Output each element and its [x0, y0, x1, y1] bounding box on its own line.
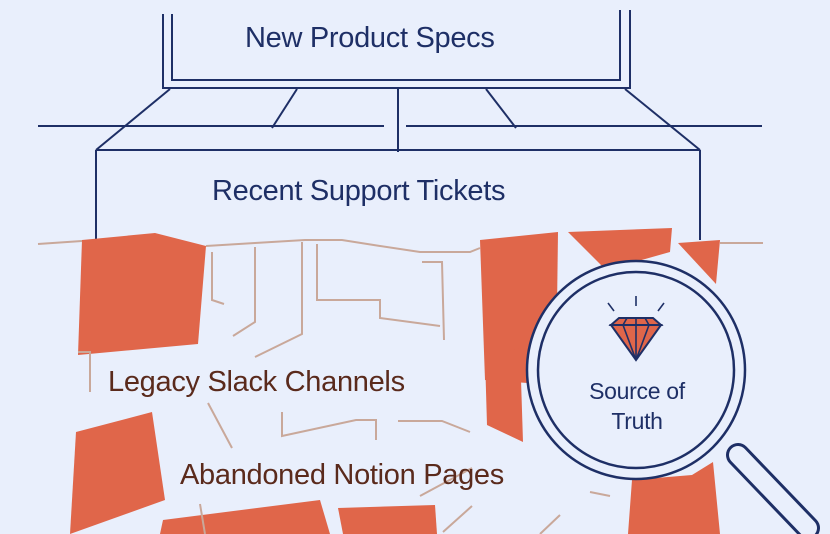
connector-lines	[38, 88, 762, 240]
abandoned-notion-pages-label: Abandoned Notion Pages	[180, 459, 504, 491]
recent-support-tickets-label: Recent Support Tickets	[212, 175, 506, 207]
magnifying-glass-icon	[525, 259, 820, 534]
rubble-cracks	[37, 239, 763, 534]
diamond-icon	[607, 296, 665, 362]
top-block	[162, 10, 631, 89]
new-product-specs-label: New Product Specs	[245, 22, 495, 54]
source-of-truth-label: Source of Truth	[589, 378, 685, 434]
legacy-slack-channels-label: Legacy Slack Channels	[108, 366, 405, 398]
